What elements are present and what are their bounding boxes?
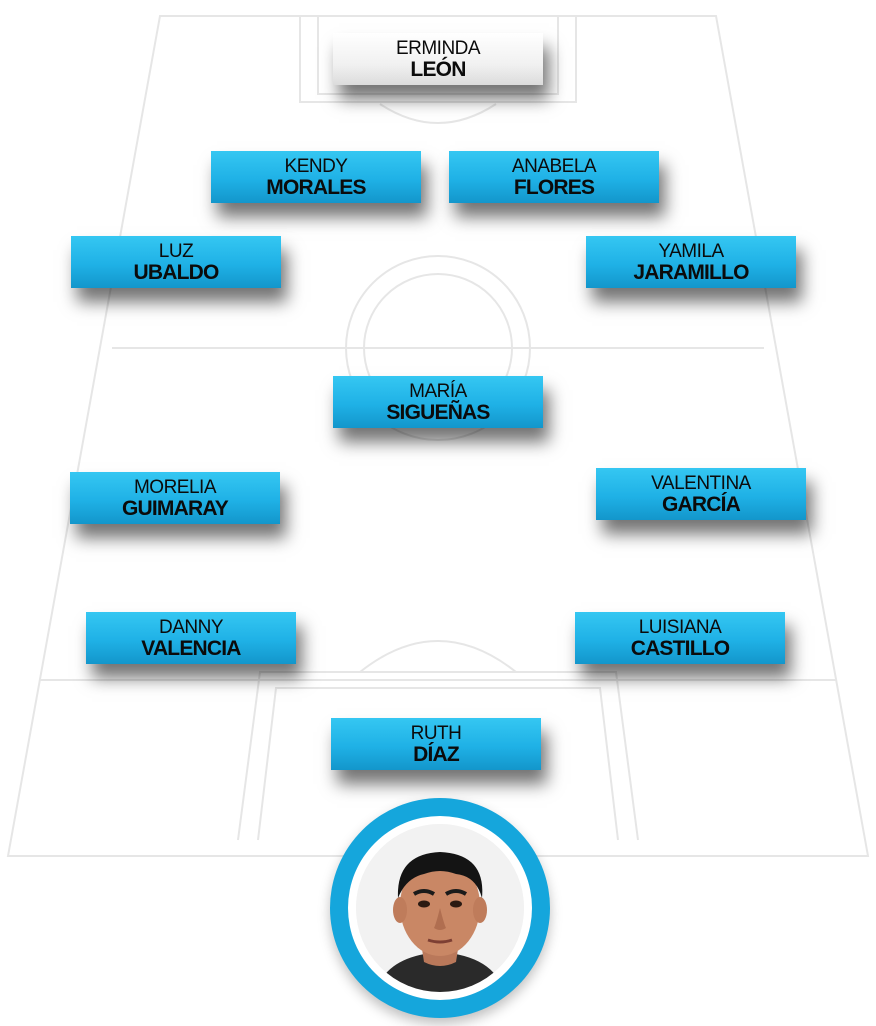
player-first-name: LUISIANA (638, 616, 722, 638)
player-last-name: SIGUEÑAS (386, 400, 490, 424)
player-last-name: CASTILLO (630, 636, 730, 660)
coach-badge-inner (348, 816, 532, 1000)
player-card-midfielder-3: VALENTINA GARCÍA (596, 468, 806, 520)
player-last-name: GARCÍA (661, 492, 741, 516)
player-first-name: KENDY (284, 155, 348, 177)
player-first-name: DANNY (158, 616, 224, 638)
player-last-name: FLORES (513, 175, 595, 199)
player-first-name: YAMILA (658, 240, 724, 262)
player-card-midfielder-1: MARÍA SIGUEÑAS (333, 376, 543, 428)
player-card-defender-2: ANABELA FLORES (449, 151, 659, 203)
player-first-name: RUTH (410, 722, 462, 744)
player-first-name: MARÍA (409, 380, 467, 402)
player-first-name: ERMINDA (395, 37, 481, 59)
coach-portrait-icon (356, 824, 524, 992)
coach-photo (356, 824, 524, 992)
player-first-name: LUZ (158, 240, 194, 262)
player-card-defender-4: YAMILA JARAMILLO (586, 236, 796, 288)
player-last-name: UBALDO (133, 260, 219, 284)
player-card-forward-1: DANNY VALENCIA (86, 612, 296, 664)
player-last-name: GUIMARAY (121, 496, 229, 520)
player-card-forward-2: LUISIANA CASTILLO (575, 612, 785, 664)
player-card-midfielder-2: MORELIA GUIMARAY (70, 472, 280, 524)
player-card-forward-3: RUTH DÍAZ (331, 718, 541, 770)
player-first-name: ANABELA (511, 155, 597, 177)
player-card-goalkeeper: ERMINDA LEÓN (333, 33, 543, 85)
player-card-defender-1: KENDY MORALES (211, 151, 421, 203)
player-last-name: LEÓN (410, 57, 466, 81)
player-first-name: MORELIA (133, 476, 217, 498)
player-last-name: DÍAZ (413, 742, 460, 766)
player-card-defender-3: LUZ UBALDO (71, 236, 281, 288)
player-last-name: VALENCIA (141, 636, 241, 660)
player-first-name: VALENTINA (651, 472, 751, 494)
player-last-name: MORALES (266, 175, 366, 199)
coach-badge (330, 798, 550, 1018)
player-last-name: JARAMILLO (633, 260, 749, 284)
